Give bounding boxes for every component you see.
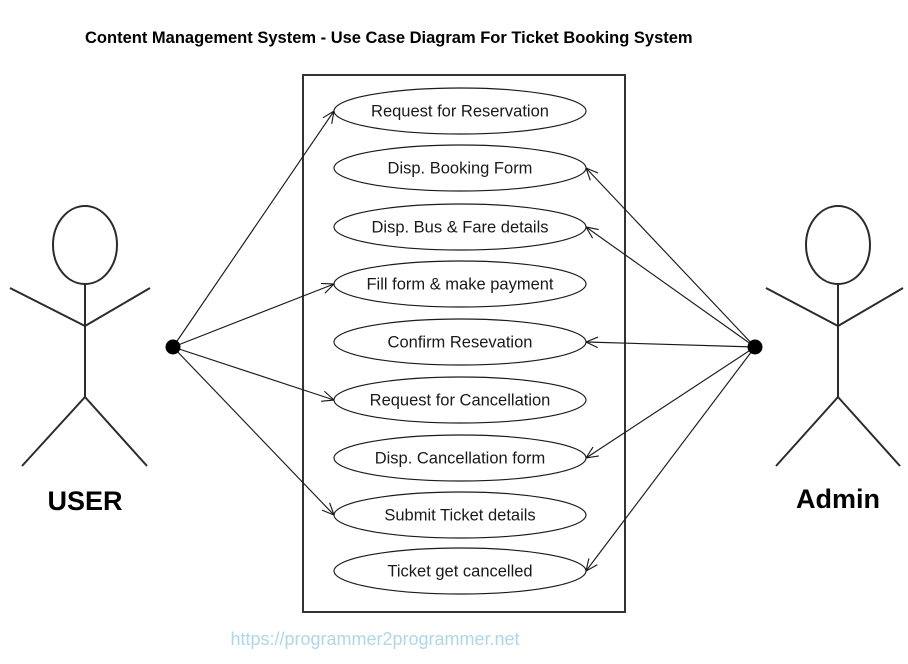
association-admin-to-uc3	[585, 226, 756, 348]
use-case-ellipse	[333, 87, 587, 135]
use-case-label: Request for Reservation	[371, 102, 549, 120]
actor-admin-label: Admin	[796, 484, 880, 514]
association-admin-to-uc2	[585, 167, 756, 348]
user-left-leg	[21, 396, 86, 467]
use-case-label: Fill form & make payment	[366, 275, 553, 293]
use-case-ellipse	[333, 491, 587, 539]
use-case-uc9[interactable]: Ticket get cancelled	[333, 547, 587, 595]
use-case-ellipse	[333, 203, 587, 251]
use-case-label: Confirm Resevation	[388, 333, 533, 351]
use-case-uc5[interactable]: Confirm Resevation	[333, 318, 587, 366]
admin-association-hub	[747, 339, 763, 355]
user-association-hub	[165, 339, 181, 355]
association-admin-to-uc9	[585, 346, 756, 572]
use-case-label: Disp. Booking Form	[388, 159, 533, 177]
use-case-uc2[interactable]: Disp. Booking Form	[333, 144, 587, 192]
use-case-uc1[interactable]: Request for Reservation	[333, 87, 587, 135]
admin-left-leg	[775, 396, 839, 467]
use-case-ellipse	[333, 144, 587, 192]
admin-right-leg	[837, 396, 901, 467]
use-case-uc8[interactable]: Submit Ticket details	[333, 491, 587, 539]
use-case-label: Request for Cancellation	[370, 391, 551, 409]
association-user-to-uc4	[172, 283, 335, 348]
association-user-to-uc8	[172, 346, 335, 516]
use-case-ellipse	[333, 434, 587, 482]
association-lines	[172, 109, 756, 573]
use-case-ellipse	[333, 376, 587, 424]
use-case-uc7[interactable]: Disp. Cancellation form	[333, 434, 587, 482]
use-case-uc6[interactable]: Request for Cancellation	[333, 376, 587, 424]
footer-watermark-url: https://programmer2programmer.net	[230, 629, 519, 649]
actor-admin[interactable]: Admin	[765, 205, 904, 514]
association-user-to-uc6	[172, 346, 335, 401]
admin-head-icon	[805, 205, 871, 285]
actor-user[interactable]: USER	[9, 205, 151, 516]
use-case-uc3[interactable]: Disp. Bus & Fare details	[333, 203, 587, 251]
page-title: Content Management System - Use Case Dia…	[85, 29, 693, 47]
association-admin-to-uc7	[585, 346, 756, 459]
use-case-uc4[interactable]: Fill form & make payment	[333, 260, 587, 308]
use-case-label: Submit Ticket details	[384, 506, 535, 524]
use-case-ellipse	[333, 318, 587, 366]
association-admin-to-uc5	[585, 341, 756, 348]
actor-user-label: USER	[47, 486, 122, 516]
user-right-leg	[84, 396, 148, 467]
use-case-ellipse	[333, 547, 587, 595]
use-case-ellipse	[333, 260, 587, 308]
use-case-label: Ticket get cancelled	[387, 562, 532, 580]
user-right-arm	[84, 287, 151, 327]
admin-left-arm	[765, 287, 839, 327]
admin-right-arm	[837, 287, 904, 327]
user-left-arm	[9, 287, 86, 327]
use-case-label: Disp. Cancellation form	[375, 449, 546, 467]
association-user-to-uc1	[172, 110, 335, 348]
user-head-icon	[52, 205, 118, 285]
use-case-label: Disp. Bus & Fare details	[372, 218, 549, 236]
